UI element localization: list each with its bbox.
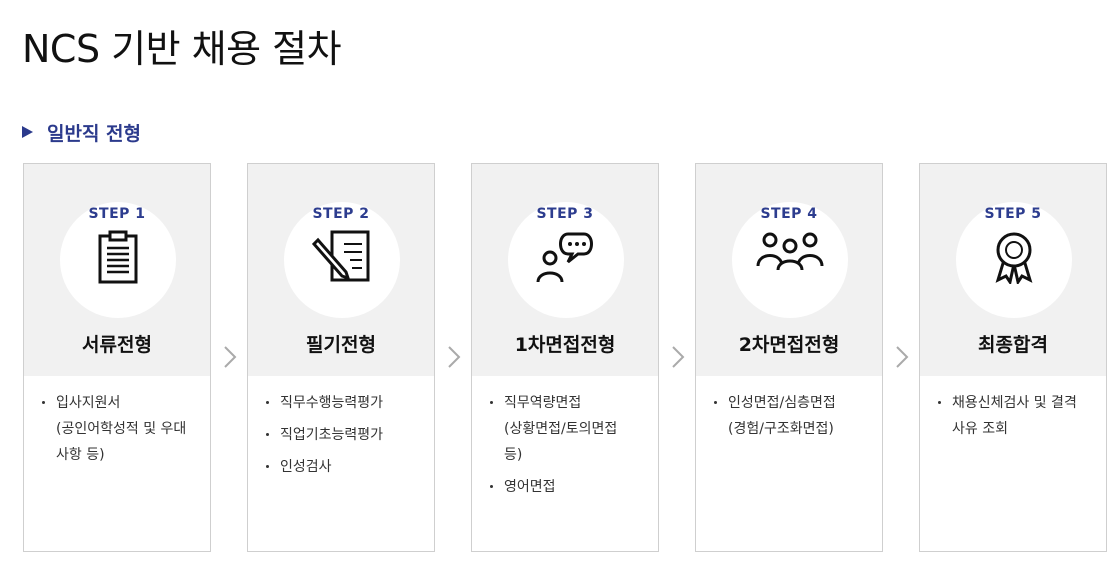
- chevron-right-icon: [224, 346, 237, 368]
- step-card-header: STEP 1 서류전형: [24, 164, 210, 376]
- bullet-dot-icon: [938, 401, 941, 404]
- step-detail-item: 영어면접: [490, 474, 644, 500]
- step-detail-list: 인성면접/심층면접 (경험/구조화면접): [696, 376, 882, 442]
- bullet-dot-icon: [490, 485, 493, 488]
- step-card-header: STEP 4 2차면접전형: [696, 164, 882, 376]
- step-detail-item: 직업기초능력평가: [266, 422, 420, 448]
- section-heading-label: 일반직 전형: [47, 122, 142, 145]
- bullet-dot-icon: [266, 401, 269, 404]
- step-card-header: STEP 2 필기전형: [248, 164, 434, 376]
- chat-person-icon: [508, 230, 624, 290]
- bullet-dot-icon: [714, 401, 717, 404]
- step-detail-item: 인성검사: [266, 454, 420, 480]
- chevron-right-icon: [448, 346, 461, 368]
- bullet-dot-icon: [42, 401, 45, 404]
- bullet-dot-icon: [490, 401, 493, 404]
- bullet-dot-icon: [266, 465, 269, 468]
- step-card-header: STEP 5 최종합격: [920, 164, 1106, 376]
- step-detail-subtext: (상황면접/토의면접: [504, 421, 618, 437]
- step-detail-text: 직무수행능력평가: [280, 395, 384, 411]
- group-icon: [732, 230, 848, 290]
- step-detail-text: 인성면접/심층면접: [728, 395, 836, 411]
- step-detail-subtext: 등): [504, 447, 523, 463]
- chevron-right-icon: [672, 346, 685, 368]
- step-title: 2차면접전형: [738, 334, 840, 356]
- step-number-label: STEP 2: [312, 206, 370, 222]
- step-title: 최종합격: [978, 334, 1048, 356]
- page-title: NCS 기반 채용 절차: [22, 27, 342, 71]
- step-detail-text: 직업기초능력평가: [280, 427, 384, 443]
- clipboard-icon: [60, 230, 176, 290]
- award-ribbon-icon: [956, 230, 1072, 290]
- section-heading: 일반직 전형: [22, 118, 141, 146]
- step-detail-subtext: (공인어학성적 및 우대: [56, 421, 187, 437]
- step-title: 필기전형: [306, 334, 376, 356]
- step-number-label: STEP 4: [760, 206, 818, 222]
- step-detail-text: 인성검사: [280, 459, 332, 475]
- step-number-label: STEP 1: [88, 206, 146, 222]
- step-detail-text: 직무역량면접: [504, 395, 582, 411]
- step-number-label: STEP 3: [536, 206, 594, 222]
- step-detail-item: 직무수행능력평가: [266, 390, 420, 416]
- triangle-bullet-icon: [22, 126, 33, 138]
- step-title: 서류전형: [82, 334, 152, 356]
- step-card-header: STEP 3 1차면접전형: [472, 164, 658, 376]
- step-icon-circle: [284, 202, 400, 318]
- step-detail-subtext: 사항 등): [56, 447, 105, 463]
- step-detail-text: 입사지원서: [56, 395, 121, 411]
- bullet-dot-icon: [266, 433, 269, 436]
- step-detail-item: 인성면접/심층면접 (경험/구조화면접): [714, 390, 868, 442]
- step-detail-text: 채용신체검사 및 결격: [952, 395, 1077, 411]
- step-detail-subtext: 사유 조회: [952, 421, 1008, 437]
- step-title: 1차면접전형: [514, 334, 616, 356]
- step-number-label: STEP 5: [984, 206, 1042, 222]
- chevron-right-icon: [896, 346, 909, 368]
- pen-document-icon: [284, 230, 400, 290]
- step-icon-circle: [508, 202, 624, 318]
- step-detail-text: 영어면접: [504, 479, 556, 495]
- step-detail-subtext: (경험/구조화면접): [728, 421, 834, 437]
